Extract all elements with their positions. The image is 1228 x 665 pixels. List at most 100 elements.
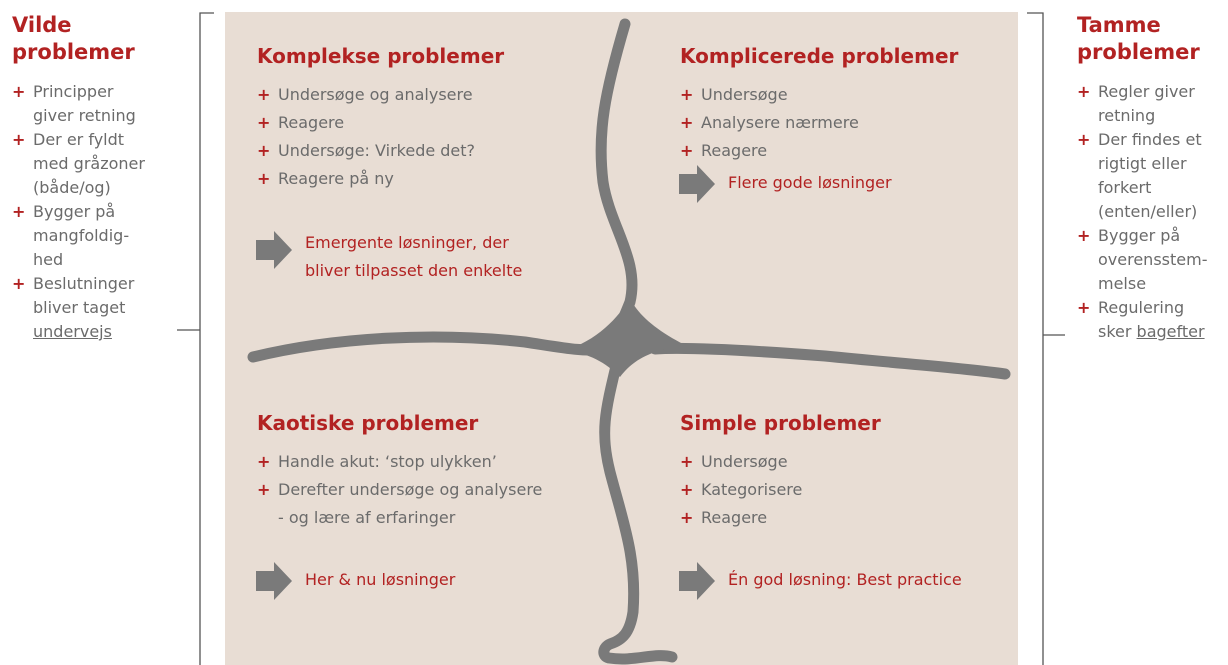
list-item: + Undersøge og analysere (257, 81, 587, 109)
plus-icon: + (680, 113, 694, 132)
list-line: forkert (1098, 178, 1152, 197)
underlined-word: bagefter (1136, 322, 1205, 341)
list-text: Reagere (278, 113, 345, 132)
arrow-right-icon (256, 562, 292, 600)
list-item: + Reagere (257, 109, 587, 137)
list-item: + Reagere (680, 137, 1000, 165)
list-line: Regler giver (1098, 82, 1195, 101)
tame-title-line-1: Tamme (1077, 13, 1161, 37)
list-text: - og lære af erfaringer (278, 508, 456, 527)
horizontal-divider-left (247, 331, 606, 363)
result-line: Emergente løsninger, der (305, 233, 509, 252)
complex-problems-list: + Undersøge og analysere + Reagere + Unders… (257, 81, 587, 193)
plus-icon: + (257, 141, 271, 160)
horizontal-divider-right (649, 342, 1011, 380)
wild-problems-list: + Principper giver retning + Der er fyld… (12, 80, 182, 344)
plus-icon: + (12, 82, 26, 101)
plus-icon: + (1077, 82, 1091, 101)
plus-icon: + (1077, 226, 1091, 245)
arrow-right-icon (256, 231, 292, 269)
result-line: Flere gode løsninger (728, 173, 892, 192)
list-item: + Bygger på overensstem- melse (1077, 224, 1227, 296)
left-bracket (199, 12, 214, 665)
vertical-divider-top (595, 18, 638, 348)
underlined-word: undervejs (33, 322, 112, 341)
simple-problems-list: + Undersøge + Kategorisere +Reagere (680, 448, 1010, 532)
plus-icon: + (257, 480, 271, 499)
list-line: giver retning (33, 106, 136, 125)
plus-icon: + (12, 274, 26, 293)
result-line: Her & nu løsninger (305, 570, 456, 589)
plus-icon: + (257, 452, 271, 471)
quadrant-dividers (247, 18, 1011, 665)
complex-problems-quadrant: Komplekse problemer + Undersøge og analys… (257, 43, 587, 193)
divider-center-node (565, 297, 685, 377)
plus-icon: + (257, 113, 271, 132)
plus-icon: + (680, 141, 694, 160)
list-item: + Beslutninger bliver taget undervejs (12, 272, 182, 344)
list-item: + Handle akut: ‘stop ulykken’ (257, 448, 597, 476)
result-line: Én god løsning: Best practice (728, 570, 962, 589)
wild-problems-column: Vilde problemer + Principper giver retni… (12, 12, 182, 344)
list-text: Undersøge og analysere (278, 85, 473, 104)
list-line: Bygger på (1098, 226, 1181, 245)
arrow-right-icon (679, 562, 715, 600)
chaotic-problems-list: + Handle akut: ‘stop ulykken’ + Derefter u… (257, 448, 597, 532)
list-line: bliver taget (33, 298, 126, 317)
complicated-problems-quadrant: Komplicerede problemer +Undersøge +Analy… (680, 43, 1000, 165)
list-item: + Undersøge (680, 448, 1010, 476)
list-line: (både/og) (33, 178, 111, 197)
list-line: (enten/eller) (1098, 202, 1198, 221)
plus-icon: + (680, 480, 694, 499)
chaotic-problems-title: Kaotiske problemer (257, 411, 479, 435)
simple-problems-result: Én god løsning: Best practice (728, 566, 962, 594)
list-item: + Undersøge: Virkede det? (257, 137, 587, 165)
list-text: Undersøge (701, 452, 788, 471)
list-line: Principper (33, 82, 114, 101)
quadrant-panel (225, 12, 1018, 665)
tame-title-line-2: problemer (1077, 40, 1200, 64)
plus-icon: + (257, 169, 271, 188)
plus-icon: + (680, 85, 694, 104)
arrow-right-icon (679, 165, 715, 203)
list-text: Reagere (701, 141, 768, 160)
complex-problems-result: Emergente løsninger, der bliver tilpasse… (305, 229, 522, 285)
list-text: Kategorisere (701, 480, 803, 499)
plus-icon: + (1077, 130, 1091, 149)
simple-problems-title: Simple problemer (680, 411, 881, 435)
list-line: med gråzoner (33, 154, 145, 173)
list-line: melse (1098, 274, 1147, 293)
vertical-divider-bottom (598, 356, 678, 665)
plus-icon: + (1077, 298, 1091, 317)
list-text: Derefter undersøge og analysere (278, 480, 543, 499)
list-text: Reagere på ny (278, 169, 394, 188)
list-line: Der er fyldt (33, 130, 125, 149)
plus-icon: + (257, 85, 271, 104)
list-item: + Regler giver retning (1077, 80, 1227, 128)
list-line: retning (1098, 106, 1156, 125)
list-line: sker (1098, 322, 1137, 341)
list-item: + Bygger på mangfoldig- hed (12, 200, 182, 272)
list-item: + Kategorisere (680, 476, 1010, 504)
list-text: Handle akut: ‘stop ulykken’ (278, 452, 497, 471)
list-item: + Der er fyldt med gråzoner (både/og) (12, 128, 182, 200)
complex-problems-title: Komplekse problemer (257, 44, 505, 68)
complicated-problems-list: + Undersøge + Analysere nærmere + Reagere (680, 81, 1000, 165)
list-text: Undersøge (701, 85, 788, 104)
plus-icon: + (12, 202, 26, 221)
list-item: +Reagere (680, 504, 1010, 532)
tame-problems-list: + Regler giver retning + Der findes et r… (1077, 80, 1227, 344)
list-text: Undersøge: Virkede det? (278, 141, 476, 160)
list-item: + Reagere på ny (257, 165, 587, 193)
list-text: Analysere nærmere (701, 113, 859, 132)
plus-icon: + (680, 508, 694, 527)
wild-problems-title: Vilde problemer (12, 12, 182, 66)
list-item: + Principper giver retning (12, 80, 182, 128)
list-line: mangfoldig- (33, 226, 130, 245)
chaotic-problems-quadrant: Kaotiske problemer + Handle akut: ‘stop u… (257, 410, 597, 532)
list-item: + Undersøge (680, 81, 1000, 109)
list-line: rigtigt eller (1098, 154, 1187, 173)
tame-problems-title: Tamme problemer (1077, 12, 1227, 66)
plus-icon: + (680, 452, 694, 471)
